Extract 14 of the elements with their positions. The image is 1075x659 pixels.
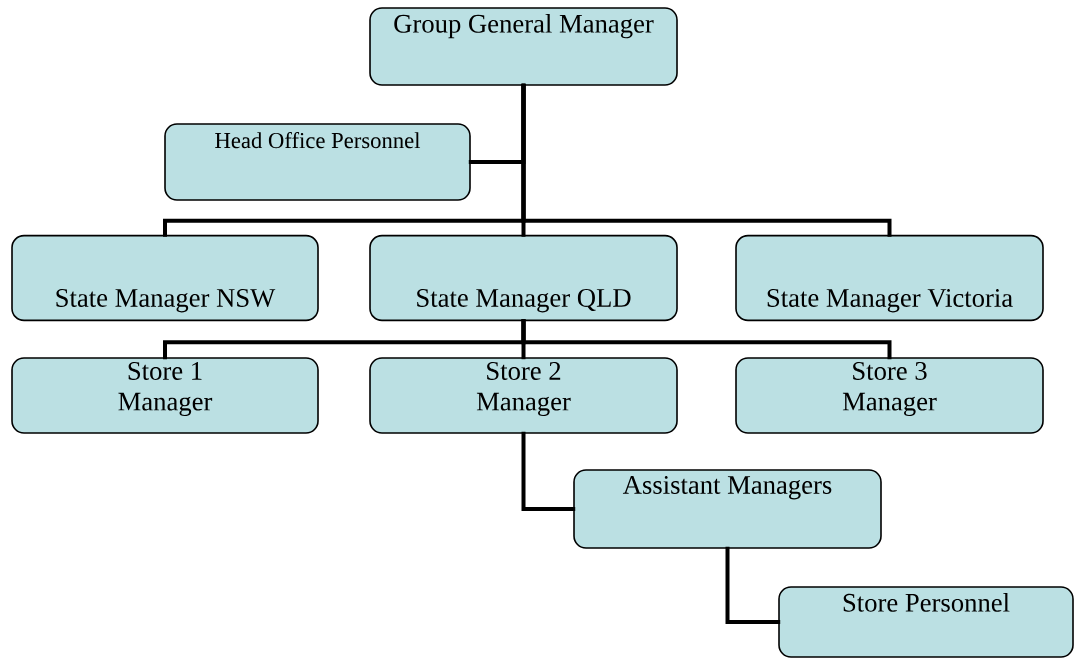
org-box: Store 3 Manager — [735, 357, 1044, 434]
org-box: State Manager Victoria — [735, 234, 1044, 322]
org-box: State Manager QLD — [369, 234, 678, 322]
connector-line — [521, 431, 576, 511]
connector-line — [725, 546, 781, 624]
org-box: Store Personnel — [778, 586, 1074, 658]
org-box: Store 1 Manager — [11, 357, 319, 434]
connector-line — [521, 83, 892, 237]
org-box: State Manager NSW — [11, 234, 319, 322]
org-box: Store 2 Manager — [369, 357, 678, 434]
connector-line — [521, 319, 892, 360]
org-box: Head Office Personnel — [164, 123, 471, 201]
org-box: Assistant Managers — [573, 469, 882, 549]
org-box: Group General Manager — [369, 7, 678, 86]
